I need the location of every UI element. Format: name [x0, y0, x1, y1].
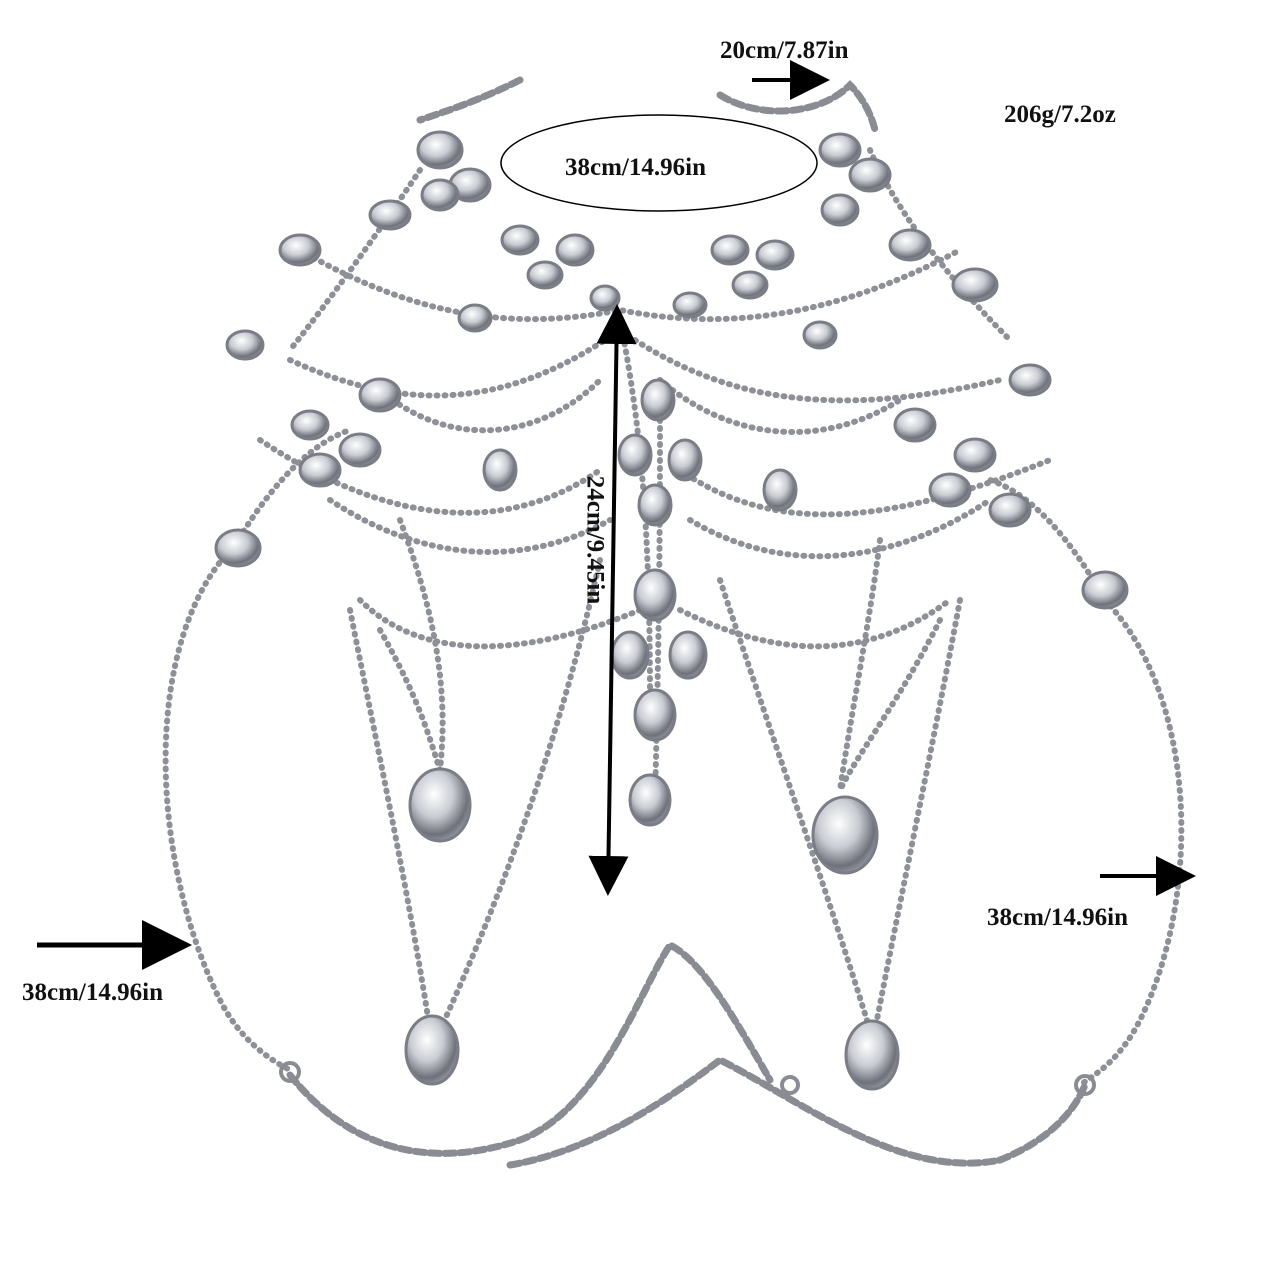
left-strap-length-label: 38cm/14.96in — [22, 979, 163, 1006]
neck-measure-ellipse — [500, 114, 818, 212]
center-length-label: 24cm/9.45in — [581, 475, 609, 605]
length-measure-arrow — [588, 304, 637, 896]
weight-label: 206g/7.2oz — [1004, 101, 1116, 128]
clasp-rings — [279, 1061, 1096, 1096]
neck-circumference-label: 38cm/14.96in — [565, 154, 706, 181]
right-strap-length-label: 38cm/14.96in — [987, 904, 1128, 931]
measurement-annotations — [37, 60, 1196, 970]
curb-chains — [286, 76, 1089, 1169]
top-chain-length-label: 20cm/7.87in — [720, 37, 849, 64]
